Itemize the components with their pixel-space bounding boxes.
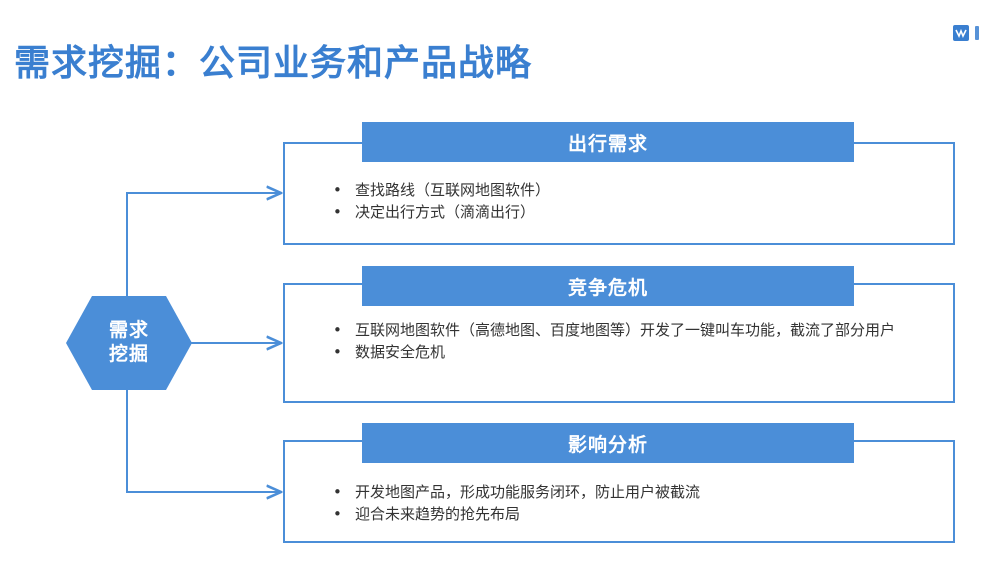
- logo-icon: [953, 25, 969, 41]
- list-item: 迎合未来趋势的抢先布局: [333, 503, 933, 525]
- list-item: 互联网地图软件（高德地图、百度地图等）开发了一键叫车功能，截流了部分用户: [333, 319, 923, 341]
- logo-bar-icon: [975, 26, 979, 40]
- hub-label-line2: 挖掘: [108, 343, 149, 365]
- hub-label: 需求 挖掘: [100, 318, 158, 366]
- section-list-competition: 互联网地图软件（高德地图、百度地图等）开发了一键叫车功能，截流了部分用户 数据安…: [333, 319, 923, 363]
- brand-logo: [953, 25, 979, 41]
- page-title: 需求挖掘：公司业务和产品战略: [14, 43, 533, 84]
- section-header-travel: 出行需求: [362, 122, 854, 162]
- list-item: 查找路线（互联网地图软件）: [333, 179, 933, 201]
- section-list-impact: 开发地图产品，形成功能服务闭环，防止用户被截流 迎合未来趋势的抢先布局: [333, 481, 933, 525]
- connector-top: [126, 193, 281, 299]
- list-item: 数据安全危机: [333, 341, 923, 363]
- hub-hexagon: [66, 296, 192, 390]
- list-item: 开发地图产品，形成功能服务闭环，防止用户被截流: [333, 481, 933, 503]
- list-item: 决定出行方式（滴滴出行）: [333, 201, 933, 223]
- section-header-impact: 影响分析: [362, 423, 854, 463]
- hub-label-line1: 需求: [108, 319, 149, 341]
- section-list-travel: 查找路线（互联网地图软件） 决定出行方式（滴滴出行）: [333, 179, 933, 223]
- section-header-competition: 竞争危机: [362, 266, 854, 306]
- connector-bottom: [126, 388, 281, 492]
